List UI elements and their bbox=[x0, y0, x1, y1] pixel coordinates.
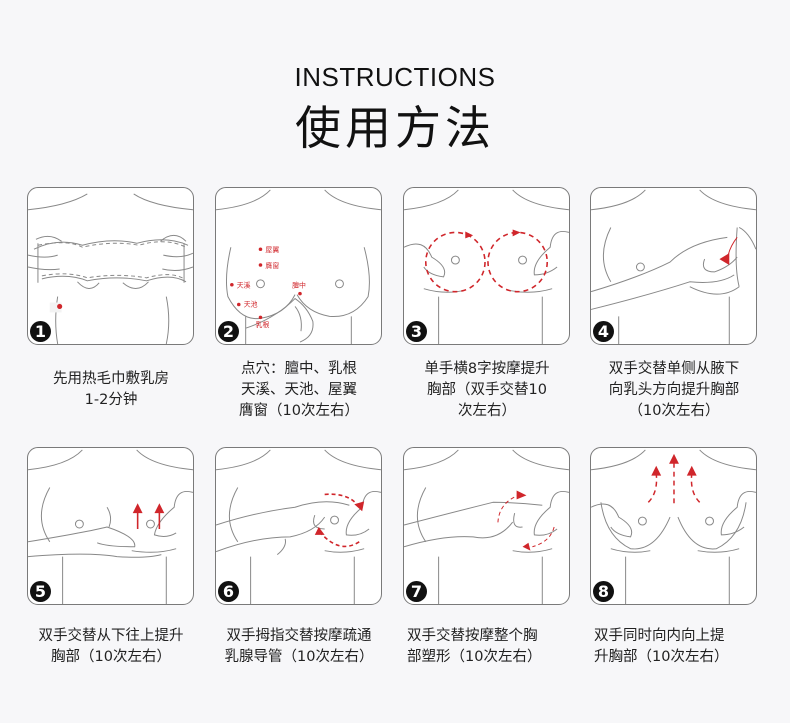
step-card-7: 7 bbox=[403, 447, 570, 605]
step-number-badge: 6 bbox=[218, 581, 239, 602]
step-number-badge: 5 bbox=[30, 581, 51, 602]
thumb-massage-illustration bbox=[216, 449, 381, 604]
svg-text:乳根: 乳根 bbox=[256, 320, 270, 329]
title-en: INSTRUCTIONS bbox=[294, 62, 496, 92]
step-card-8: 8 bbox=[590, 447, 757, 605]
step-number-badge: 8 bbox=[593, 581, 614, 602]
step-caption-6: 双手拇指交替按摩疏通 乳腺导管（10次左右） bbox=[224, 628, 374, 665]
acupoints-illustration: 屋翼 膺窗 天溪 天池 膻中 乳根 bbox=[216, 189, 381, 344]
step-number-badge: 1 bbox=[30, 321, 51, 342]
inward-upward-lift-illustration bbox=[591, 449, 756, 604]
svg-text:膺窗: 膺窗 bbox=[265, 261, 279, 270]
step-caption-4: 双手交替单侧从腋下 向乳头方向提升胸部 （10次左右） bbox=[608, 361, 740, 419]
svg-text:屋翼: 屋翼 bbox=[265, 246, 279, 254]
step-card-4: 4 bbox=[590, 187, 757, 345]
step-caption-3: 单手横8字按摩提升 胸部（双手交替10 次左右） bbox=[424, 361, 550, 419]
step-caption-5: 双手交替从下往上提升 胸部（10次左右） bbox=[38, 628, 184, 665]
figure-eight-illustration bbox=[404, 189, 569, 344]
armpit-lift-illustration bbox=[591, 189, 756, 344]
step-card-3: 3 bbox=[403, 187, 570, 345]
step-caption-7: 双手交替按摩整个胸 部塑形（10次左右） bbox=[407, 628, 542, 665]
title-zh: 使用方法 bbox=[295, 101, 495, 155]
svg-text:天池: 天池 bbox=[244, 299, 258, 308]
step-card-5: 5 bbox=[27, 447, 194, 605]
step-card-6: 6 bbox=[215, 447, 382, 605]
step-card-1: 1 bbox=[27, 187, 194, 345]
bottom-up-lift-illustration bbox=[28, 449, 193, 604]
svg-text:膻中: 膻中 bbox=[292, 281, 306, 290]
step-number-badge: 4 bbox=[593, 321, 614, 342]
step-number-badge: 2 bbox=[218, 321, 239, 342]
step-number-badge: 3 bbox=[406, 321, 427, 342]
svg-text:天溪: 天溪 bbox=[237, 281, 251, 290]
shaping-massage-illustration bbox=[404, 449, 569, 604]
step-number-badge: 7 bbox=[406, 581, 427, 602]
step-caption-1: 先用热毛巾敷乳房 1-2分钟 bbox=[53, 371, 169, 408]
step-caption-8: 双手同时向内向上提 升胸部（10次左右） bbox=[594, 628, 729, 665]
warm-towel-illustration bbox=[28, 193, 193, 344]
step-card-2: 屋翼 膺窗 天溪 天池 膻中 乳根 2 bbox=[215, 187, 382, 345]
step-caption-2: 点穴：膻中、乳根 天溪、天池、屋翼 膺窗（10次左右） bbox=[239, 361, 359, 419]
